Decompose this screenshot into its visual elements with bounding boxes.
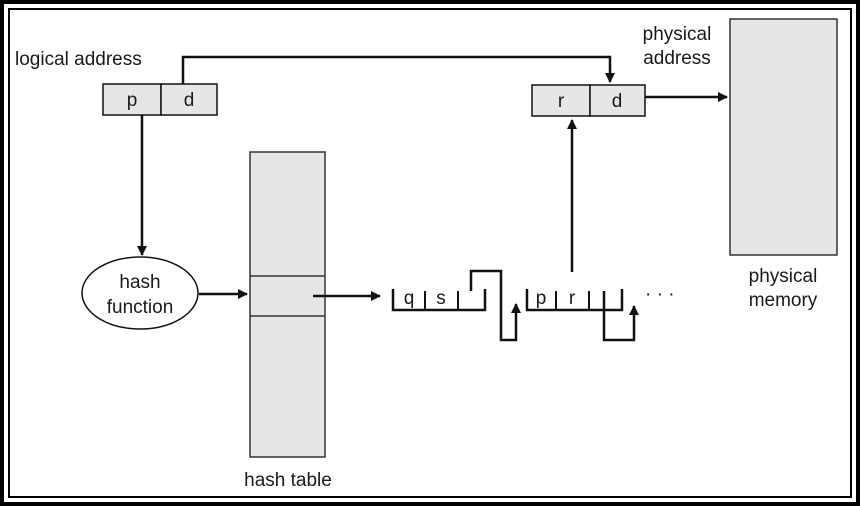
physical-r-text: r [558, 91, 565, 112]
chain-node-2-outline [525, 289, 624, 312]
hash-function-label-line1: hash [119, 272, 160, 293]
chain-node-2: p r [525, 288, 624, 312]
chain-node-2-field-p: p [536, 288, 547, 309]
chain-node-1: q s [391, 288, 487, 312]
physical-memory-label-line2: memory [749, 290, 818, 311]
physical-address-label-line1: physical [643, 24, 712, 45]
logical-p-text: p [127, 90, 138, 111]
physical-memory-label-line1: physical [749, 266, 818, 287]
offset-arrow [181, 55, 615, 84]
hash-function-label-line2: function [107, 297, 174, 318]
physical-r-cell [531, 84, 591, 117]
chain-continues-ellipsis: · · · [645, 284, 675, 305]
chain-node-1-outline [391, 289, 487, 312]
physical-address-label-line2: address [643, 48, 711, 69]
chain-link-1 [469, 269, 521, 342]
inner-frame [8, 8, 852, 498]
physical-d-text: d [612, 91, 623, 112]
physical-memory [729, 18, 838, 256]
logical-d-cell [160, 83, 218, 116]
logical-address-label: logical address [15, 49, 142, 70]
hash-function-node [81, 256, 199, 330]
chain-node-1-field-q: q [404, 288, 415, 309]
logical-d-text: d [184, 90, 195, 111]
chain-node-1-field-s: s [436, 288, 446, 309]
chain-node-2-field-r: r [569, 288, 576, 309]
physical-address-register: r d [531, 84, 646, 117]
chain-link-2 [602, 291, 639, 342]
hash-table-label: hash table [244, 470, 332, 491]
logical-p-cell [102, 83, 162, 116]
logical-address-register: p d [102, 83, 218, 116]
hash-table [249, 151, 326, 458]
physical-d-cell [589, 84, 646, 117]
